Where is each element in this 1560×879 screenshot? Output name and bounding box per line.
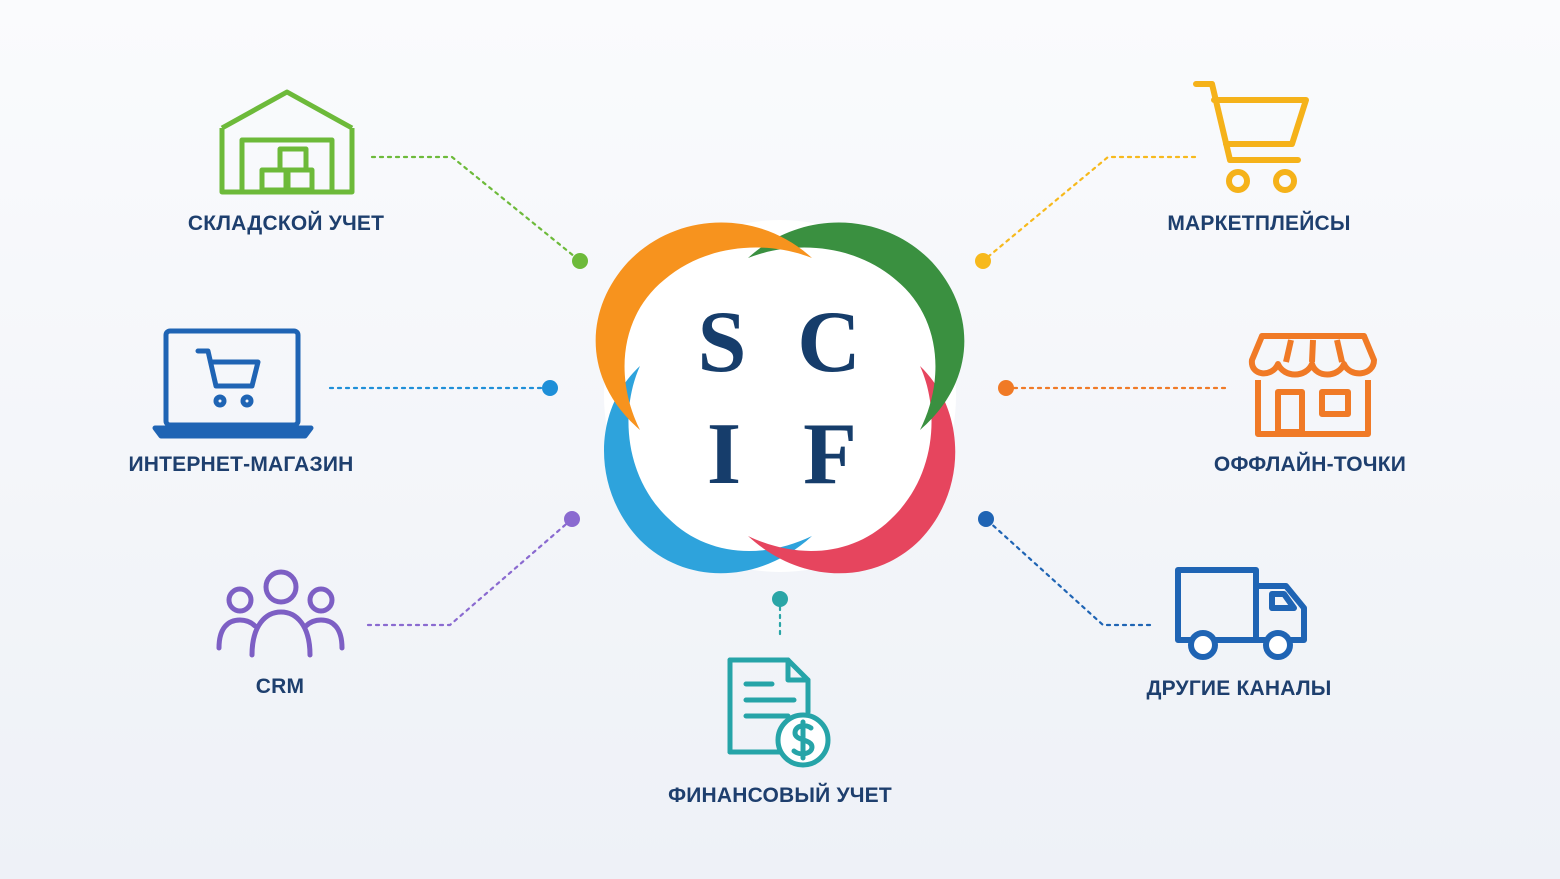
connector-marketplaces [981, 155, 1197, 263]
connector-dot-eshop [542, 380, 558, 396]
logo-petal-blue [604, 366, 812, 574]
storefront-icon [1248, 333, 1377, 437]
logo-petal-green [748, 222, 965, 430]
connector-dot-crm [564, 511, 580, 527]
label-eshop: ИНТЕРНЕТ-МАГАЗИН [128, 453, 354, 476]
people-icon [216, 569, 345, 658]
truck-icon [1175, 567, 1307, 660]
logo-letter-s: S [697, 294, 747, 391]
connector-crm [366, 517, 574, 627]
logo-letter-f: F [803, 406, 857, 503]
connector-dot-offline [998, 380, 1014, 396]
label-offline: ОФФЛАЙН-ТОЧКИ [1213, 453, 1407, 476]
connector-warehouse [370, 155, 582, 263]
warehouse-icon [219, 89, 355, 195]
label-crm: CRM [255, 675, 305, 698]
logo-petal-orange [595, 222, 812, 430]
logo-letter-i: I [706, 406, 742, 503]
connector-dot-finance [772, 591, 788, 607]
label-marketplaces: МАРКЕТПЛЕЙСЫ [1167, 212, 1351, 235]
laptop-cart-icon [152, 328, 314, 439]
scif-logo [595, 220, 965, 574]
connector-dot-other [978, 511, 994, 527]
label-other: ДРУГИЕ КАНАЛЫ [1146, 677, 1332, 700]
label-warehouse: СКЛАДСКОЙ УЧЕТ [187, 212, 385, 235]
connector-dot-warehouse [572, 253, 588, 269]
logo-letter-c: C [797, 294, 861, 391]
label-finance: ФИНАНСОВЫЙ УЧЕТ [668, 784, 892, 807]
logo-petal-red [748, 366, 956, 574]
connector-other [984, 517, 1152, 627]
invoice-dollar-icon [727, 657, 831, 768]
connector-dot-marketplaces [975, 253, 991, 269]
shopping-cart-icon [1193, 81, 1309, 193]
